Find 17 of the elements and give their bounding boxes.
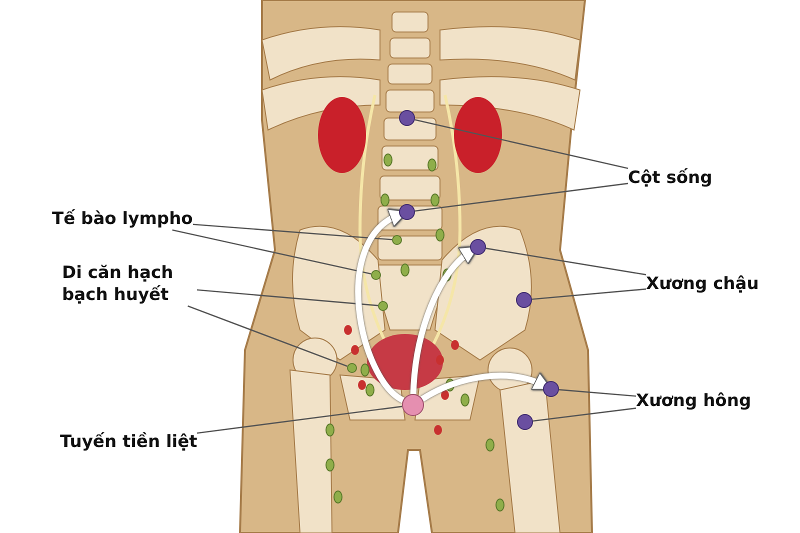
leader-line [414, 182, 628, 212]
callout-label: Xương hông [636, 390, 752, 412]
leader-line [532, 288, 646, 300]
leader-line [192, 224, 392, 240]
leader-line [188, 305, 348, 367]
callout-label: Cột sống [628, 167, 712, 189]
leader-line [196, 289, 378, 306]
leader-line [172, 229, 372, 275]
leader-line [558, 389, 636, 397]
callout-label: Di căn hạch bạch huyết [62, 262, 197, 306]
leader-line [532, 408, 636, 422]
leader-line [486, 248, 646, 276]
callout-label: Xương chậu [646, 273, 759, 295]
leader-line [196, 406, 402, 434]
callout-label: Tế bào lympho [52, 208, 193, 230]
callout-label: Tuyến tiền liệt [60, 431, 198, 453]
leader-line [414, 119, 628, 170]
